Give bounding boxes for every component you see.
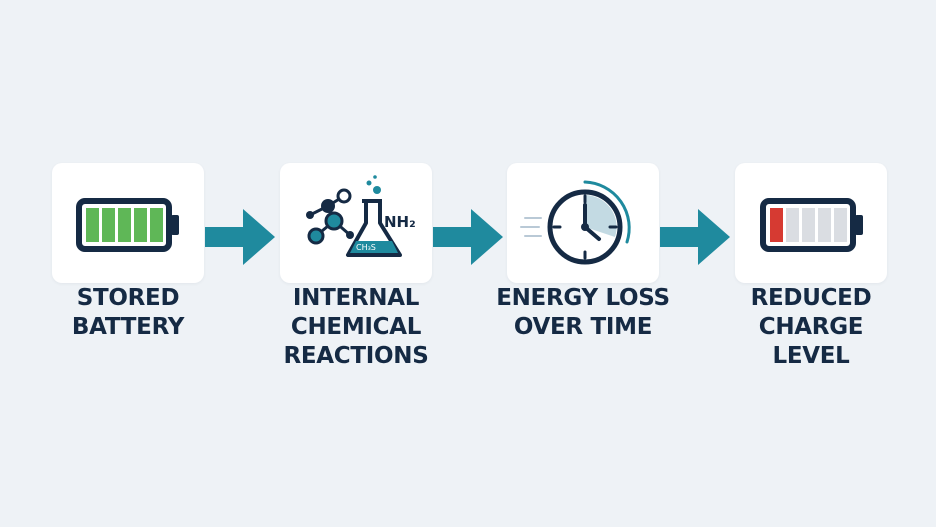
formula-nh2-text: NH₂	[384, 213, 416, 231]
low-battery-icon	[760, 198, 863, 252]
step-label-chemical-reactions: INTERNAL CHEMICAL REACTIONS	[283, 285, 429, 369]
arrow-right-icon	[205, 209, 275, 265]
step-label-energy-loss: ENERGY LOSS OVER TIME	[496, 285, 670, 340]
step-card-stored-battery	[52, 163, 204, 283]
chemistry-icon	[306, 175, 402, 257]
step-card-chemical-reactions: NH₂ CH₃S	[280, 163, 432, 283]
arrow-right-icon	[433, 209, 503, 265]
step-label-stored-battery: STORED BATTERY	[71, 285, 185, 340]
step-card-energy-loss	[507, 163, 659, 283]
formula-ch3s-text: CH₃S	[356, 243, 376, 252]
arrow-right-icon	[660, 209, 730, 265]
full-battery-icon	[76, 198, 179, 252]
clock-icon	[520, 180, 631, 265]
step-card-reduced-charge	[735, 163, 887, 283]
step-label-reduced-charge: REDUCED CHARGE LEVEL	[750, 285, 872, 369]
